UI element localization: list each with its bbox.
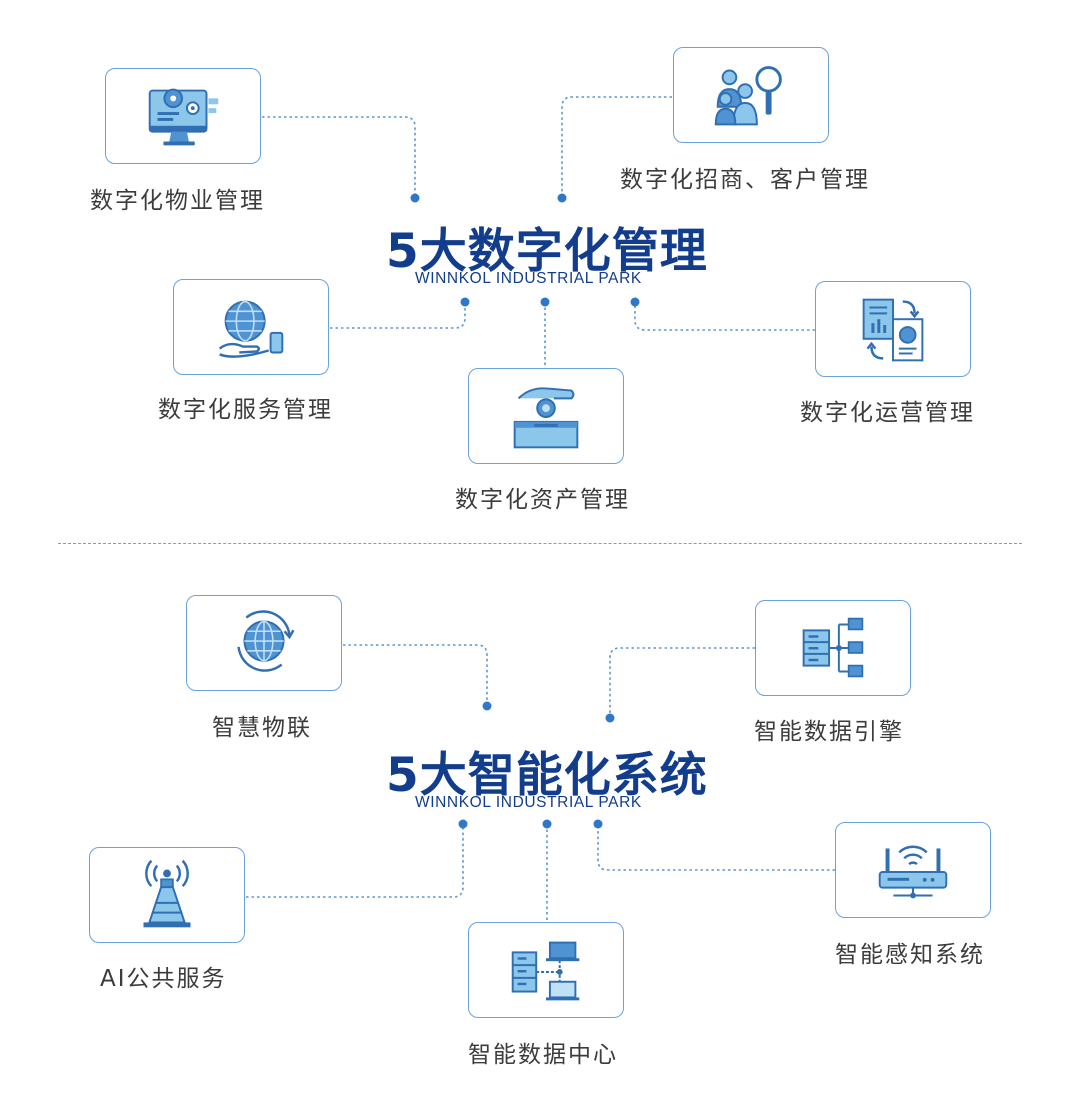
wifi-router-icon: [878, 845, 948, 899]
connector-operation: [634, 302, 815, 331]
antenna-tower-icon: [143, 859, 191, 928]
service-management-card: [173, 279, 329, 375]
smart-data-engine-card: [755, 600, 911, 696]
connector-dot: [460, 297, 470, 307]
smart-perception-card: [835, 822, 991, 918]
smart-iot-card: [186, 595, 342, 691]
digital-title: 5大数字化管理: [386, 224, 708, 279]
connector-dot: [540, 297, 550, 307]
connector-dot: [458, 819, 468, 829]
connector-investment: [561, 96, 672, 198]
connector-dot: [557, 193, 567, 203]
property-management-label: 数字化物业管理: [90, 188, 265, 214]
smart-iot-label: 智慧物联: [212, 715, 312, 741]
ai-public-service-label: AI公共服务: [100, 966, 227, 992]
hand-coin-box-icon: [513, 387, 579, 449]
section-divider: [58, 543, 1022, 544]
asset-management-card: [468, 368, 624, 464]
investment-customer-card: [673, 47, 829, 143]
connector-iot: [343, 644, 488, 706]
smart-perception-label: 智能感知系统: [835, 942, 985, 968]
smart-data-center-label: 智能数据中心: [468, 1042, 618, 1068]
connector-property: [262, 116, 416, 198]
asset-management-label: 数字化资产管理: [455, 487, 630, 513]
connector-dot: [593, 819, 603, 829]
smart-data-engine-label: 智能数据引擎: [754, 719, 904, 745]
connector-dot: [410, 193, 420, 203]
connector-dot: [482, 701, 492, 711]
globe-hand-icon: [218, 300, 284, 358]
monitor-gear-icon: [148, 88, 219, 146]
connector-service: [330, 302, 466, 329]
smart-data-center-card: [468, 922, 624, 1018]
connector-engine: [609, 647, 755, 718]
people-magnifier-icon: [714, 66, 782, 126]
operation-management-card: [815, 281, 971, 377]
documents-cycle-icon: [862, 298, 924, 362]
investment-customer-label: 数字化招商、客户管理: [620, 167, 870, 193]
smart-title: 5大智能化系统: [386, 748, 708, 803]
operation-management-label: 数字化运营管理: [800, 400, 975, 426]
server-laptops-icon: [511, 941, 580, 1001]
server-folders-icon: [802, 617, 864, 678]
ai-public-service-card: [89, 847, 245, 943]
digital-subtitle: WINNKOL INDUSTRIAL PARK: [415, 270, 642, 287]
connector-dot: [630, 297, 640, 307]
service-management-label: 数字化服务管理: [158, 397, 333, 423]
globe-rotate-icon: [237, 610, 295, 672]
connector-dot: [605, 713, 615, 723]
connector-perception: [597, 824, 835, 871]
connector-dot: [542, 819, 552, 829]
smart-subtitle: WINNKOL INDUSTRIAL PARK: [415, 794, 642, 811]
connector-ai: [246, 824, 464, 898]
property-management-card: [105, 68, 261, 164]
